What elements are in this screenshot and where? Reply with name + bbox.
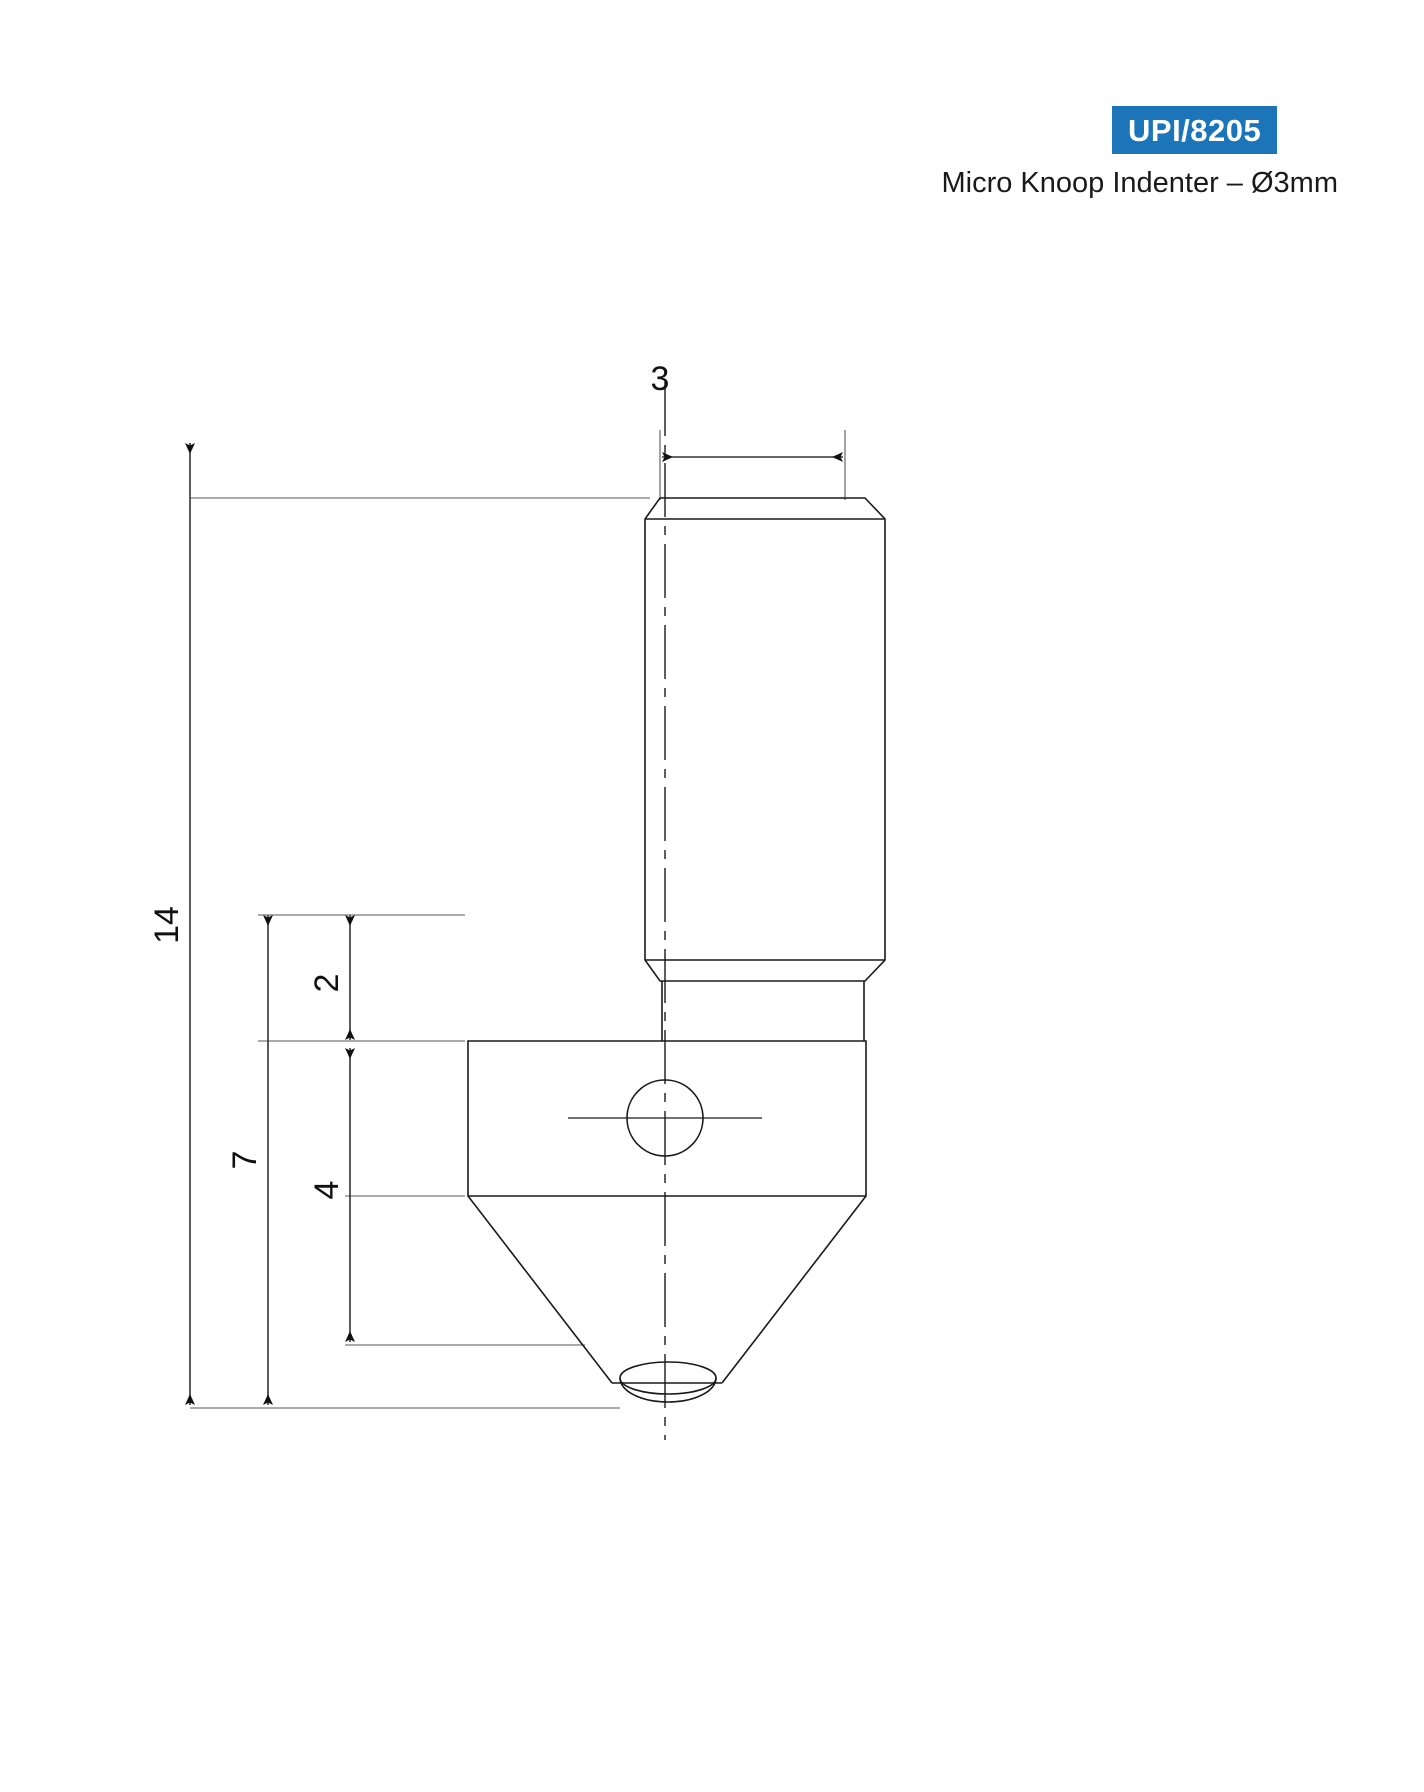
indenter-tip (619, 1361, 717, 1403)
header: UPI/8205 Micro Knoop Indenter – Ø3mm (0, 0, 1424, 230)
dimension-label-cone-height: 4 (308, 1181, 346, 1200)
part-subtitle: Micro Knoop Indenter – Ø3mm (941, 167, 1338, 199)
dimension-label-body-height: 2 (308, 974, 346, 993)
dimension-label-head-height: 7 (226, 1151, 264, 1170)
dimension-lines (185, 443, 843, 1405)
neck-outline (661, 981, 865, 1041)
dimension-label-shank-diameter: 3 (651, 360, 670, 398)
part-number-badge: UPI/8205 (1112, 106, 1278, 154)
extension-lines (190, 430, 846, 1409)
dimension-label-overall-height: 14 (148, 906, 186, 944)
part-number-label: UPI/8205 (1128, 112, 1262, 148)
cone-outline (467, 1195, 867, 1384)
shank-outline (644, 497, 886, 982)
